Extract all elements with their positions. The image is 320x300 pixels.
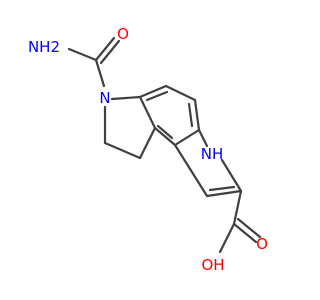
atom-labels: NH2 O N NH O OH <box>28 25 268 274</box>
bond-c2-c3 <box>205 189 243 198</box>
bond-ring-2 <box>138 84 168 99</box>
bond-nh-c2 <box>220 158 243 193</box>
bond-cooh-oh <box>218 222 236 254</box>
bond-ring-1 <box>138 95 157 130</box>
chemical-structure: NH2 O N NH O OH <box>28 25 268 274</box>
nh2-label: NH2 <box>28 38 60 56</box>
bond-c-o-amide-1 <box>94 36 116 62</box>
nitrogen-ring-label: N <box>99 89 110 107</box>
bond-c2-cooh <box>232 189 243 226</box>
bond-c-o-amide-2 <box>99 39 121 65</box>
bond-cooh-o-2 <box>236 217 262 239</box>
oxygen-amide-label: O <box>117 25 129 43</box>
bond-c2-c3-inner <box>208 185 236 192</box>
bond-ring-4-inner <box>187 102 194 128</box>
bond-c-n-amide <box>94 58 106 88</box>
bonds <box>67 36 262 254</box>
bond-cooh-o-1 <box>232 222 258 244</box>
bond-c-nh <box>197 128 209 148</box>
bond-ring-6 <box>153 126 177 147</box>
bond-c-nh2 <box>67 47 98 62</box>
bond-ring-2-inner <box>145 90 169 102</box>
bond-ch2-c-ring <box>138 126 157 160</box>
bond-n-c7 <box>110 95 142 101</box>
bond-ring-5 <box>173 128 201 147</box>
bond-ch2-ch2 <box>103 141 142 160</box>
oxygen-acid-label: O <box>256 235 268 253</box>
bond-ring-6-inner <box>156 124 174 140</box>
bond-c3-c3a <box>173 143 209 198</box>
bond-ring-4 <box>193 98 201 132</box>
nh-pyrrole-label: NH <box>201 145 224 163</box>
bond-ring-3 <box>164 84 197 102</box>
oh-label: OH <box>201 256 224 274</box>
